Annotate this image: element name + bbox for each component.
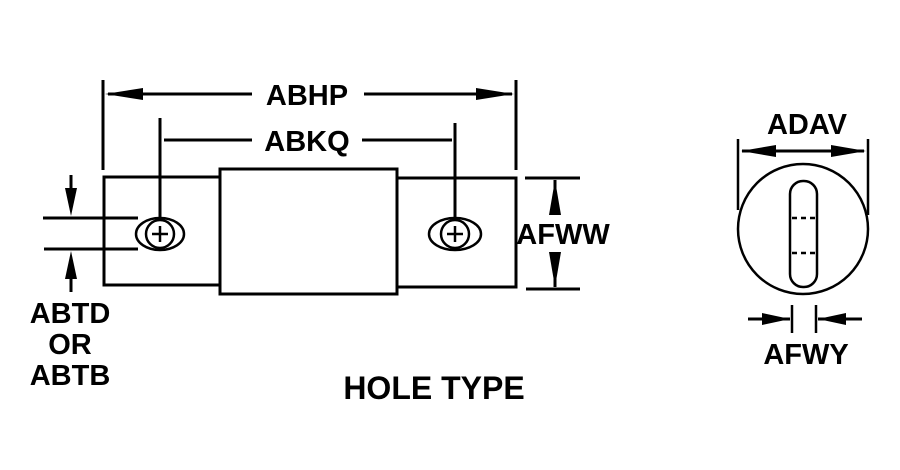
dimension-slot-width: AFWY xyxy=(748,305,862,371)
dimension-hole-size: ABTD OR ABTB xyxy=(30,175,138,392)
label-afwy: AFWY xyxy=(763,339,848,371)
dimension-hole-spacing: ABKQ xyxy=(158,118,457,218)
label-abhp: ABHP xyxy=(266,80,348,112)
end-view: ADAV AFWY xyxy=(736,109,870,371)
end-cap xyxy=(736,162,870,296)
diagram-title: HOLE TYPE xyxy=(343,370,524,406)
left-terminal xyxy=(102,175,223,287)
dimension-diameter: ADAV xyxy=(736,109,870,215)
label-abkq: ABKQ xyxy=(264,126,349,158)
label-afww: AFWW xyxy=(516,219,610,251)
label-abtb: ABTB xyxy=(30,360,111,392)
end-slot xyxy=(788,179,819,289)
label-abtd: ABTD xyxy=(30,298,111,330)
right-mounting-hole xyxy=(427,216,483,252)
left-mounting-hole xyxy=(134,216,186,252)
label-or: OR xyxy=(48,329,92,361)
label-adav: ADAV xyxy=(767,109,848,141)
fuse-body xyxy=(218,167,399,296)
side-view: ABHP ABKQ AFWW ABTD xyxy=(30,80,610,392)
dimension-width: AFWW xyxy=(516,176,610,291)
dimension-overall-length: ABHP xyxy=(101,80,518,170)
